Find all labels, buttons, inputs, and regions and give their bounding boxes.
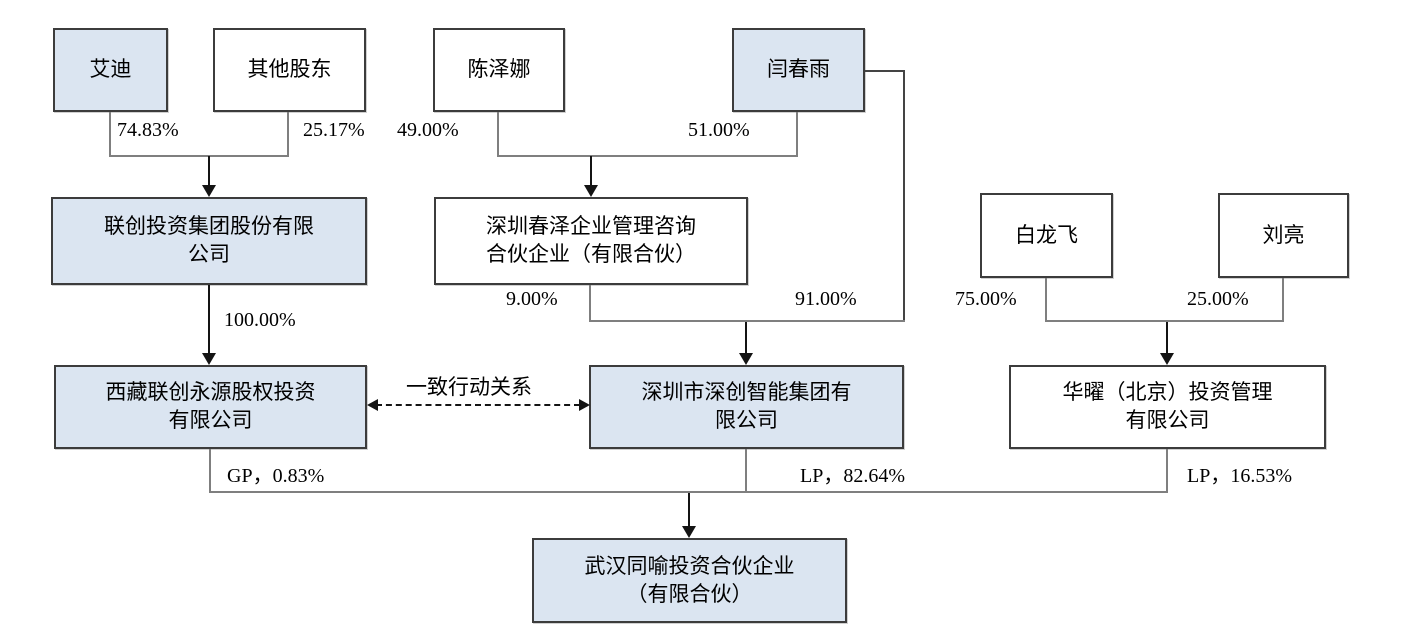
acting-in-concert-arrowhead-right [579,399,590,411]
node-bai-longfei: 白龙飞 [980,193,1113,278]
node-huayao: 华曜（北京）投资管理 有限公司 [1009,365,1326,449]
connector-bus-bottom [209,491,1168,493]
pct-yan-chunyu: 51.00% [688,119,750,141]
connector-bai-down [1045,278,1047,322]
arrow-to-shenchuang-line [745,322,747,354]
node-xizang: 西藏联创永源股权投资 有限公司 [54,365,367,449]
connector-shenchuang-down [745,449,747,493]
node-chen-zena: 陈泽娜 [433,28,565,112]
connector-yan-right-h [865,70,905,72]
connector-bus-mid [589,320,905,322]
connector-yan-right-v [903,70,905,322]
connector-chunze-down [589,285,591,322]
pct-aidi: 74.83% [117,119,179,141]
connector-bus-top-left [109,155,289,157]
pct-chen-zena: 49.00% [397,119,459,141]
pct-other-shareholders: 25.17% [303,119,365,141]
pct-yan-to-shenchuang: 91.00% [795,288,857,310]
connector-aidi-down [109,112,111,157]
arrow-to-xizang-head [202,353,216,365]
node-wuhan: 武汉同喻投资合伙企业 （有限合伙） [532,538,847,623]
pct-chunze: 9.00% [506,288,558,310]
acting-in-concert-arrowhead-left [367,399,378,411]
pct-liu-liang: 25.00% [1187,288,1249,310]
pct-lp-shenchuang: LP，82.64% [800,465,905,487]
arrow-to-shenchuang-head [739,353,753,365]
pct-bai-longfei: 75.00% [955,288,1017,310]
node-shenchuang: 深圳市深创智能集团有 限公司 [589,365,904,449]
arrow-to-lianchuang-head [202,185,216,197]
arrow-to-chunze-line [590,156,592,187]
node-yan-chunyu: 闫春雨 [732,28,865,112]
pct-lianchuang: 100.00% [224,309,296,331]
arrow-to-lianchuang-line [208,156,210,187]
acting-in-concert-label: 一致行动关系 [406,375,532,399]
connector-other-down [287,112,289,157]
acting-in-concert-dashed-line [376,404,580,406]
pct-gp-xizang: GP，0.83% [227,465,325,487]
node-aidi: 艾迪 [53,28,168,112]
connector-bus-top-mid [497,155,798,157]
connector-liu-down [1282,278,1284,322]
node-lianchuang: 联创投资集团股份有限 公司 [51,197,367,285]
connector-bus-right [1045,320,1284,322]
arrow-to-wuhan-line [688,493,690,527]
arrow-to-wuhan-head [682,526,696,538]
node-chunze: 深圳春泽企业管理咨询 合伙企业（有限合伙） [434,197,748,285]
connector-huayao-down [1166,449,1168,493]
node-other-shareholders: 其他股东 [213,28,366,112]
pct-lp-huayao: LP，16.53% [1187,465,1292,487]
node-liu-liang: 刘亮 [1218,193,1349,278]
arrow-to-xizang-line [208,285,210,354]
connector-yan-down [796,112,798,157]
arrow-to-chunze-head [584,185,598,197]
arrow-to-huayao-head [1160,353,1174,365]
connector-chen-down [497,112,499,157]
connector-xizang-down [209,449,211,493]
arrow-to-huayao-line [1166,322,1168,354]
